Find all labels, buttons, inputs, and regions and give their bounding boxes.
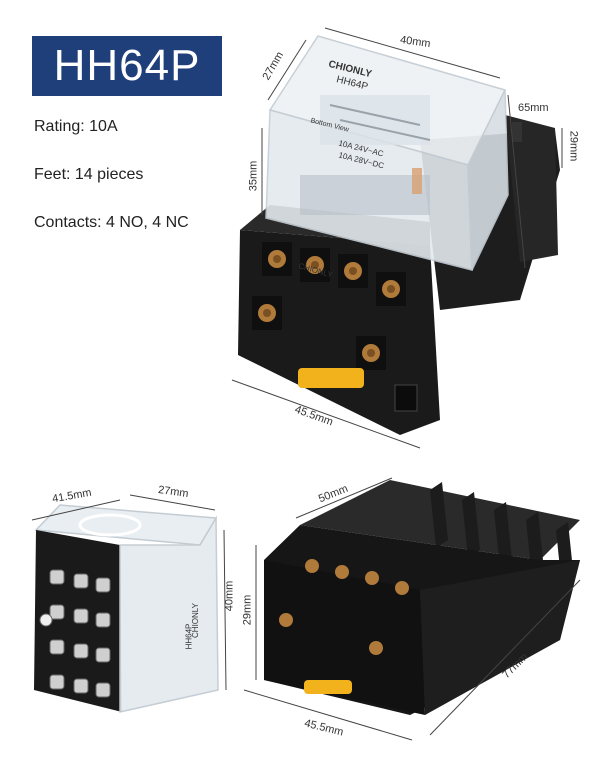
dim-base-height: 29mm [241, 594, 254, 626]
spec-feet: Feet: 14 pieces [34, 166, 144, 183]
product-title: HH64P [32, 36, 222, 96]
terminal-row-bottom [252, 296, 386, 370]
base-terminals [279, 559, 409, 655]
din-clip [298, 368, 364, 388]
spec-contacts: Contacts: 4 NO, 4 NC [34, 214, 189, 231]
relay-pins [49, 569, 111, 698]
dim-base-length: 65mm [518, 102, 549, 114]
terminal-row-top [262, 242, 406, 306]
dimension-lines-top [231, 27, 563, 449]
spec-rating: Rating: 10A [34, 118, 118, 135]
